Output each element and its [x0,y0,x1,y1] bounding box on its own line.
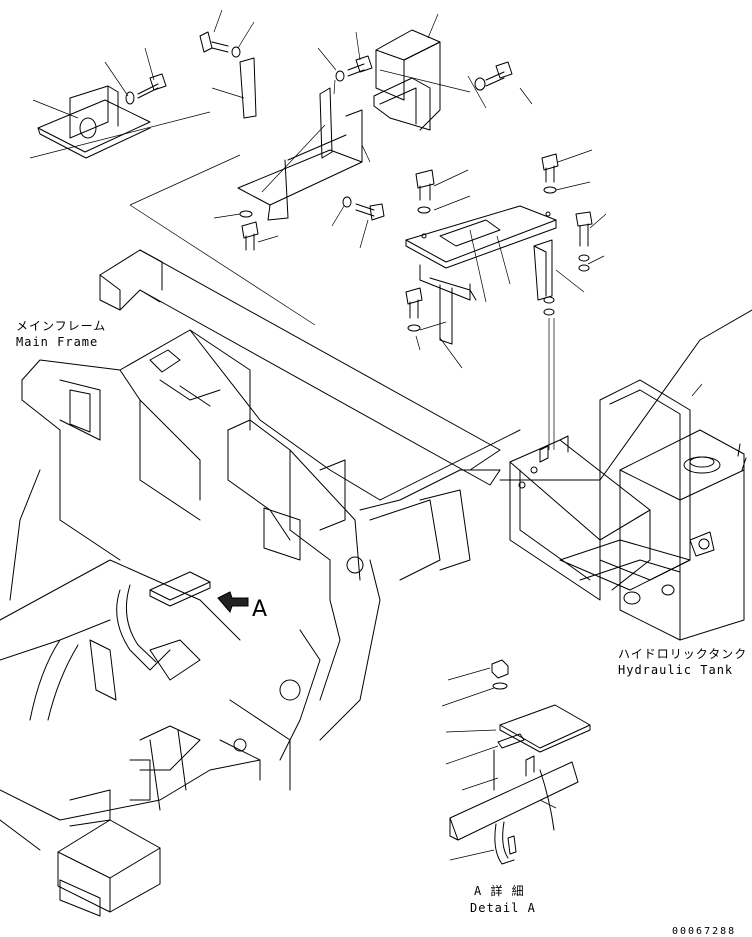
hydraulic-tank-label-jp: ハイドロリックタンク [618,647,747,661]
detail-a-assembly [441,659,591,865]
support-plate-upper [405,205,557,345]
cover-bracket-left [37,85,151,159]
bolt-washer-right [467,61,533,109]
hydraulic-tank [599,379,747,641]
hydraulic-line-assembly [29,571,211,827]
hydraulic-tank-label-en: Hydraulic Tank [618,663,733,677]
bolt-washer-center [317,31,373,82]
strap-bracket [211,57,257,119]
detail-a-label-jp: A 詳 細 [474,883,525,898]
view-arrow-letter: A [252,597,267,622]
document-number: 00067288 [672,926,736,937]
phantom-line [415,318,555,450]
leader-line [32,47,155,119]
tank-mounting-bracket [509,435,691,601]
view-arrow-a: A [217,591,267,622]
bolt-upper [415,169,471,214]
bolt-top-center [199,9,255,58]
bolt-right-pair [541,149,607,272]
angle-bracket-right [533,239,585,316]
bolt-lower-left [405,287,463,369]
support-bracket-center [237,79,371,221]
bolt-washer-center-lower [331,196,385,249]
main-frame [0,249,752,917]
main-frame-label-jp: メインフレーム [16,319,106,333]
box-cover [373,13,441,131]
detail-a-label-en: Detail A [470,901,536,915]
bolt-washer-left [125,73,167,105]
assembly-phantom-line [29,69,471,326]
main-frame-label-en: Main Frame [16,335,98,349]
bolt-left-mid [213,210,279,251]
